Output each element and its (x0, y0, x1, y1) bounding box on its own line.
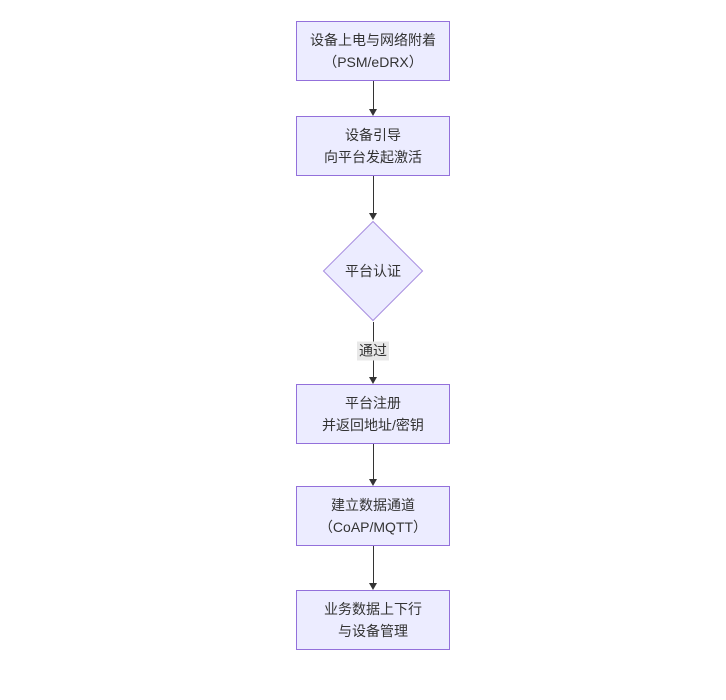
edge-arrow-2 (363, 176, 383, 220)
node-label-line: （CoAP/MQTT） (318, 519, 428, 535)
arrowhead-icon (369, 583, 377, 590)
arrowhead-icon (369, 479, 377, 486)
node-label-line: 设备上电与网络附着 (310, 32, 436, 48)
edge-line (372, 176, 374, 214)
node-business-data: 业务数据上下行 与设备管理 (296, 590, 450, 650)
edge-line (372, 81, 374, 110)
edge-line (372, 546, 374, 584)
arrowhead-icon (369, 377, 377, 384)
node-label-line: 建立数据通道 (331, 497, 415, 513)
edge-arrow-5 (363, 546, 383, 590)
edge-line (372, 444, 374, 480)
node-bootstrap: 设备引导 向平台发起激活 (296, 116, 450, 176)
edge-arrow-1 (363, 81, 383, 116)
node-register: 平台注册 并返回地址/密钥 (296, 384, 450, 444)
node-label-line: 与设备管理 (338, 623, 408, 639)
arrowhead-icon (369, 109, 377, 116)
node-label-line: 平台认证 (345, 263, 401, 279)
node-power-attach: 设备上电与网络附着 （PSM/eDRX） (296, 21, 450, 81)
node-label-line: （PSM/eDRX） (323, 54, 423, 70)
arrowhead-icon (369, 213, 377, 220)
edge-arrow-4 (363, 444, 383, 486)
node-platform-auth: 平台认证 (322, 220, 424, 322)
edge-label-pass: 通过 (357, 341, 389, 361)
node-label-line: 向平台发起激活 (324, 149, 422, 165)
flowchart: 设备上电与网络附着 （PSM/eDRX） 设备引导 向平台发起激活 平台认证 通… (296, 21, 450, 650)
edge-arrow-3: 通过 (357, 322, 389, 384)
node-label-line: 平台注册 (345, 395, 401, 411)
node-label-line: 设备引导 (345, 127, 401, 143)
node-label-line: 业务数据上下行 (324, 601, 422, 617)
node-data-channel: 建立数据通道 （CoAP/MQTT） (296, 486, 450, 546)
node-label-line: 并返回地址/密钥 (322, 417, 424, 433)
